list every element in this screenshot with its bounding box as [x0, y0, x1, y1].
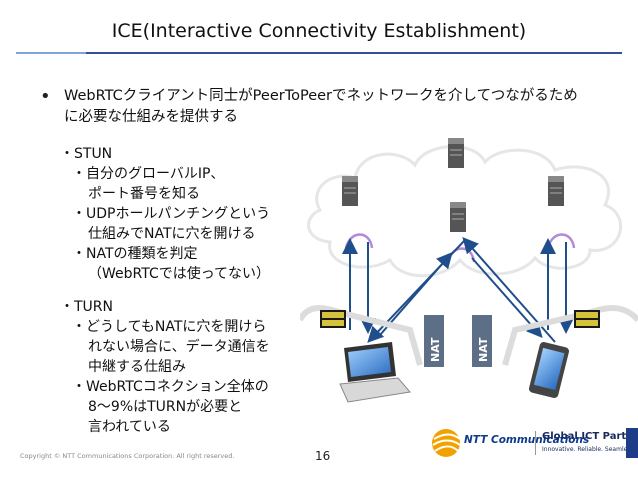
stun-line-1a: ・自分のグローバルIP、: [72, 166, 225, 182]
logo-divider: [535, 431, 536, 455]
corner-accent: [626, 428, 638, 458]
server-icon: [548, 176, 564, 206]
title-rule: [16, 52, 622, 54]
logo-company-name: NTT Communications: [464, 434, 590, 446]
nat-boundary: [300, 305, 423, 366]
stun-line-3-note: （WebRTCでは使ってない）: [88, 266, 271, 282]
turn-line-1a: ・どうしてもNATに穴を開けら: [72, 319, 267, 335]
laptop-icon: [339, 342, 411, 403]
smartphone-icon: [529, 341, 569, 399]
turn-line-2b: 8～9%はTURNが必要と: [88, 399, 243, 415]
binary-data-icon: [320, 310, 346, 328]
stun-line-1b: ポート番号を知る: [88, 186, 200, 202]
arrow: [471, 257, 543, 338]
network-diagram: NAT NAT: [300, 138, 638, 403]
nat-label: NAT: [477, 337, 490, 362]
logo-partner-text: Global ICT Partner: [542, 431, 638, 442]
stun-line-2a: ・UDPホールパンチングという: [72, 206, 271, 222]
binary-data-icon: [574, 310, 600, 328]
server-icon: [448, 138, 464, 168]
nat-box: [472, 315, 492, 367]
ntt-logo-icon: [432, 429, 461, 457]
slide-title: ICE(Interactive Connectivity Establishme…: [111, 20, 527, 42]
title-rule-accent: [16, 52, 86, 54]
stun-line-2b: 仕組みでNATに穴を開ける: [88, 226, 256, 242]
turn-line-1c: 中継する仕組み: [88, 359, 186, 375]
bullet-dot: •: [40, 86, 51, 107]
turn-line-1b: れない場合に、データ通信を: [88, 339, 270, 355]
turn-heading: ・TURN: [60, 299, 113, 315]
logo-tagline: Innovative. Reliable. Seamless.: [542, 446, 636, 453]
server-icon: [342, 176, 358, 206]
turn-line-2c: 言われている: [88, 419, 171, 435]
stun-line-3: ・NATの種類を判定: [72, 246, 198, 262]
server-icon: [450, 202, 466, 232]
copyright-text: Copyright © NTT Communications Corporati…: [20, 452, 235, 460]
company-logo: NTT Communications Global ICT Partner In…: [430, 425, 638, 461]
page-number: 16: [315, 449, 331, 463]
turn-line-2a: ・WebRTCコネクション全体の: [72, 379, 269, 395]
nat-label: NAT: [429, 337, 442, 362]
nat-box: [424, 315, 444, 367]
intro-text: WebRTCクライアント同士がPeerToPeerでネットワークを介してつながる…: [64, 88, 578, 125]
stun-heading: ・STUN: [60, 146, 113, 162]
